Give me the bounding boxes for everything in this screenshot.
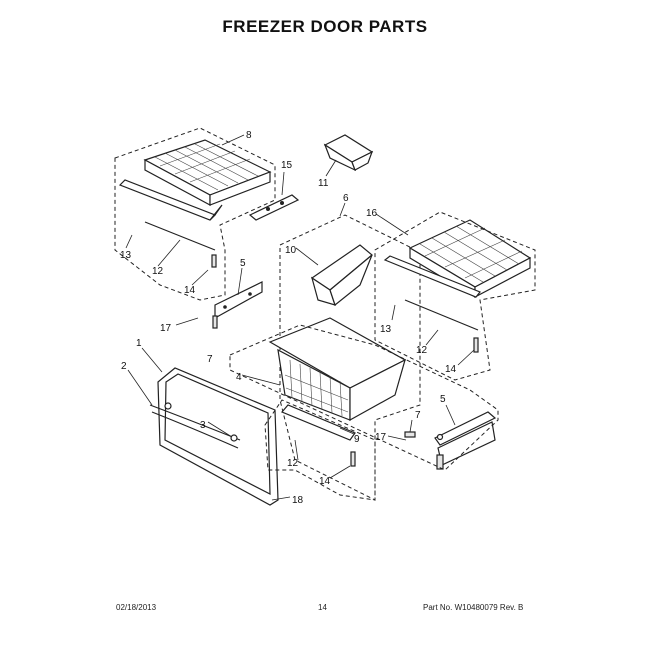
group-outline-16 [374, 211, 536, 381]
bracket-5-right [404, 411, 497, 470]
callout-14-right: 14 [445, 364, 457, 375]
callout-13-left: 13 [120, 250, 132, 261]
callout-12-right: 12 [416, 345, 428, 356]
callout-15: 15 [281, 160, 293, 171]
rail-15 [248, 194, 300, 221]
group-outline-4 [229, 324, 499, 471]
callout-6: 6 [343, 193, 349, 204]
page-title: FREEZER DOOR PARTS [222, 17, 428, 36]
slide-rail-right [404, 299, 479, 331]
callout-17-right: 17 [375, 432, 387, 443]
footer-part-number: Part No. W10480079 Rev. B [423, 603, 524, 612]
footer-page-number: 14 [318, 603, 327, 612]
callout-14-lower: 14 [319, 476, 331, 487]
callout-10: 10 [285, 245, 297, 256]
callout-12-lower: 12 [287, 458, 299, 469]
callout-8: 8 [246, 130, 252, 141]
screw-14-left [211, 254, 217, 268]
callout-3: 3 [200, 420, 206, 431]
callout-5-left: 5 [240, 258, 246, 269]
callout-4: 4 [236, 372, 242, 383]
screw-14-lower [350, 451, 356, 467]
callout-2: 2 [121, 361, 127, 372]
freezer-drawer-front [149, 367, 279, 506]
callout-17-left: 17 [160, 323, 172, 334]
callout-18: 18 [292, 495, 304, 506]
small-bin-11 [323, 134, 374, 172]
bin-10 [310, 244, 373, 307]
callout-12-left: 12 [152, 266, 164, 277]
callout-7-left: 7 [207, 354, 213, 365]
right-shelf-basket [408, 219, 532, 299]
callout-11: 11 [318, 178, 329, 189]
slide-rail-left [144, 221, 216, 251]
group-outline-6 [279, 214, 421, 501]
leader-lines [125, 134, 475, 501]
gasket-9 [281, 404, 356, 441]
callout-13-right: 13 [380, 324, 392, 335]
callout-9: 9 [354, 434, 360, 445]
callout-14-left: 14 [184, 285, 196, 296]
callout-16: 16 [366, 208, 378, 219]
bracket-5-left [212, 281, 263, 329]
callout-1: 1 [136, 338, 142, 349]
callout-7-right: 7 [415, 410, 421, 421]
right-shelf-frame [383, 255, 481, 298]
footer-date: 02/18/2013 [116, 603, 157, 612]
callout-5-right: 5 [440, 394, 446, 405]
screw-14-right [473, 337, 479, 353]
upper-left-shelf-basket [143, 139, 272, 207]
main-freezer-basket [268, 317, 407, 422]
group-outline-8 [114, 127, 276, 301]
upper-left-shelf-frame [118, 179, 223, 221]
